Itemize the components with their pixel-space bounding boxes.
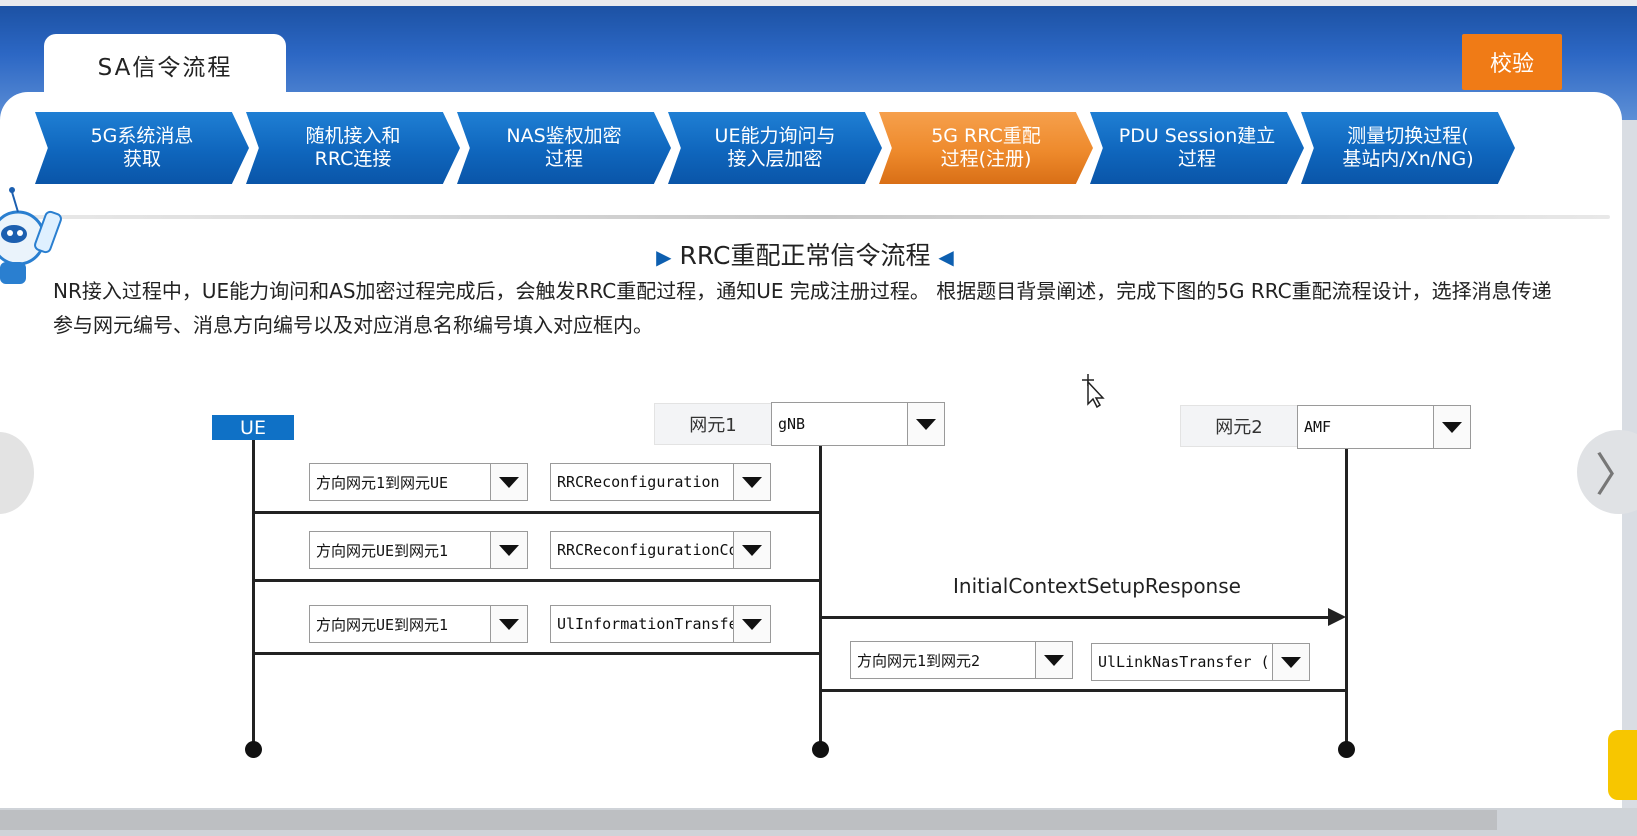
move-cursor-icon — [1082, 374, 1105, 408]
caret-down-icon[interactable] — [1272, 644, 1309, 680]
help-badge[interactable] — [1608, 730, 1637, 800]
step-label: NAS鉴权加密过程 — [506, 125, 622, 170]
robot-mascot-icon — [0, 187, 62, 284]
section-title-text: RRC重配正常信令流程 — [679, 241, 931, 270]
initial-context-setup-response-label: InitialContextSetupResponse — [953, 574, 1241, 598]
main-panel — [0, 92, 1622, 808]
message-1-direction-select[interactable]: 方向网元1到网元UE — [309, 463, 528, 501]
chevron-right-icon: 〉 — [1595, 448, 1637, 502]
select-value: 方向网元1到网元UE — [316, 473, 449, 492]
step-label: PDU Session建立过程 — [1118, 125, 1276, 170]
next-page-button[interactable]: 〉 — [1577, 430, 1637, 514]
top-strip — [0, 0, 1637, 6]
ne1-lifeline — [819, 444, 822, 750]
select-value: RRCReconfigurationComplete — [557, 541, 733, 559]
ne1-select-value: gNB — [778, 415, 806, 433]
step-rrc-reconfig[interactable]: 5G RRC重配过程(注册) — [879, 112, 1093, 184]
ne1-label: 网元1 — [654, 403, 772, 445]
message-2-name-select[interactable]: RRCReconfigurationComplete — [550, 531, 771, 569]
caret-down-icon[interactable] — [490, 464, 527, 500]
step-label: 5G RRC重配过程(注册) — [931, 125, 1041, 170]
divider — [30, 215, 1610, 219]
step-ue-capability[interactable]: UE能力询问与接入层加密 — [668, 112, 882, 184]
step-pdu-session[interactable]: PDU Session建立过程 — [1090, 112, 1304, 184]
ne2-endpoint — [1338, 741, 1355, 758]
ue-endpoint — [245, 741, 262, 758]
message-4-direction-select[interactable]: 方向网元1到网元2 — [850, 641, 1073, 679]
arrowhead-right-icon — [1328, 608, 1346, 626]
ue-label: UE — [212, 415, 294, 440]
message-3-name-select[interactable]: UlInformationTransfer — [550, 605, 771, 643]
caret-down-icon[interactable] — [733, 606, 770, 642]
ne1-endpoint — [812, 741, 829, 758]
caret-down-icon[interactable] — [1035, 642, 1072, 678]
horizontal-scrollbar[interactable] — [0, 810, 1497, 830]
message-4-name-select[interactable]: UlLinkNasTransfer ( — [1091, 643, 1310, 681]
select-value: UlLinkNasTransfer ( — [1098, 653, 1270, 671]
select-value: UlInformationTransfer — [557, 615, 733, 633]
message-3-line — [252, 652, 822, 655]
section-description: NR接入过程中，UE能力询问和AS加密过程完成后，会触发RRC重配过程，通知UE… — [53, 279, 1552, 337]
select-value: 方向网元UE到网元1 — [316, 541, 449, 560]
caret-down-icon[interactable] — [907, 403, 944, 445]
step-label: 测量切换过程(基站内/Xn/NG) — [1342, 125, 1474, 170]
triangle-right-icon: ▶ — [656, 245, 672, 269]
step-nas-auth[interactable]: NAS鉴权加密过程 — [457, 112, 671, 184]
step-handover[interactable]: 测量切换过程(基站内/Xn/NG) — [1301, 112, 1515, 184]
initial-context-setup-response-arrow — [822, 616, 1332, 619]
verify-button[interactable]: 校验 — [1462, 34, 1562, 90]
message-1-line — [252, 511, 822, 514]
message-3-direction-select[interactable]: 方向网元UE到网元1 — [309, 605, 528, 643]
message-2-direction-select[interactable]: 方向网元UE到网元1 — [309, 531, 528, 569]
ne2-select[interactable]: AMF — [1297, 405, 1471, 449]
caret-down-icon[interactable] — [733, 464, 770, 500]
step-system-info[interactable]: 5G系统消息获取 — [35, 112, 249, 184]
step-label: UE能力询问与接入层加密 — [714, 125, 836, 170]
caret-down-icon[interactable] — [733, 532, 770, 568]
ne1-select[interactable]: gNB — [771, 402, 945, 446]
select-value: 方向网元1到网元2 — [857, 651, 981, 670]
caret-down-icon[interactable] — [490, 606, 527, 642]
message-1-name-select[interactable]: RRCReconfiguration — [550, 463, 771, 501]
ue-lifeline — [252, 438, 255, 750]
select-value: 方向网元UE到网元1 — [316, 615, 449, 634]
ne2-label: 网元2 — [1180, 405, 1298, 447]
message-2-line — [252, 579, 822, 582]
message-4-line — [819, 689, 1347, 692]
ne2-select-value: AMF — [1304, 418, 1332, 436]
select-value: RRCReconfiguration — [557, 473, 720, 491]
section-title: ▶ RRC重配正常信令流程 ◀ — [0, 236, 1610, 272]
step-label: 5G系统消息获取 — [90, 125, 194, 170]
caret-down-icon[interactable] — [490, 532, 527, 568]
triangle-left-icon: ◀ — [938, 245, 954, 269]
caret-down-icon[interactable] — [1433, 406, 1470, 448]
ne2-lifeline — [1345, 447, 1348, 750]
